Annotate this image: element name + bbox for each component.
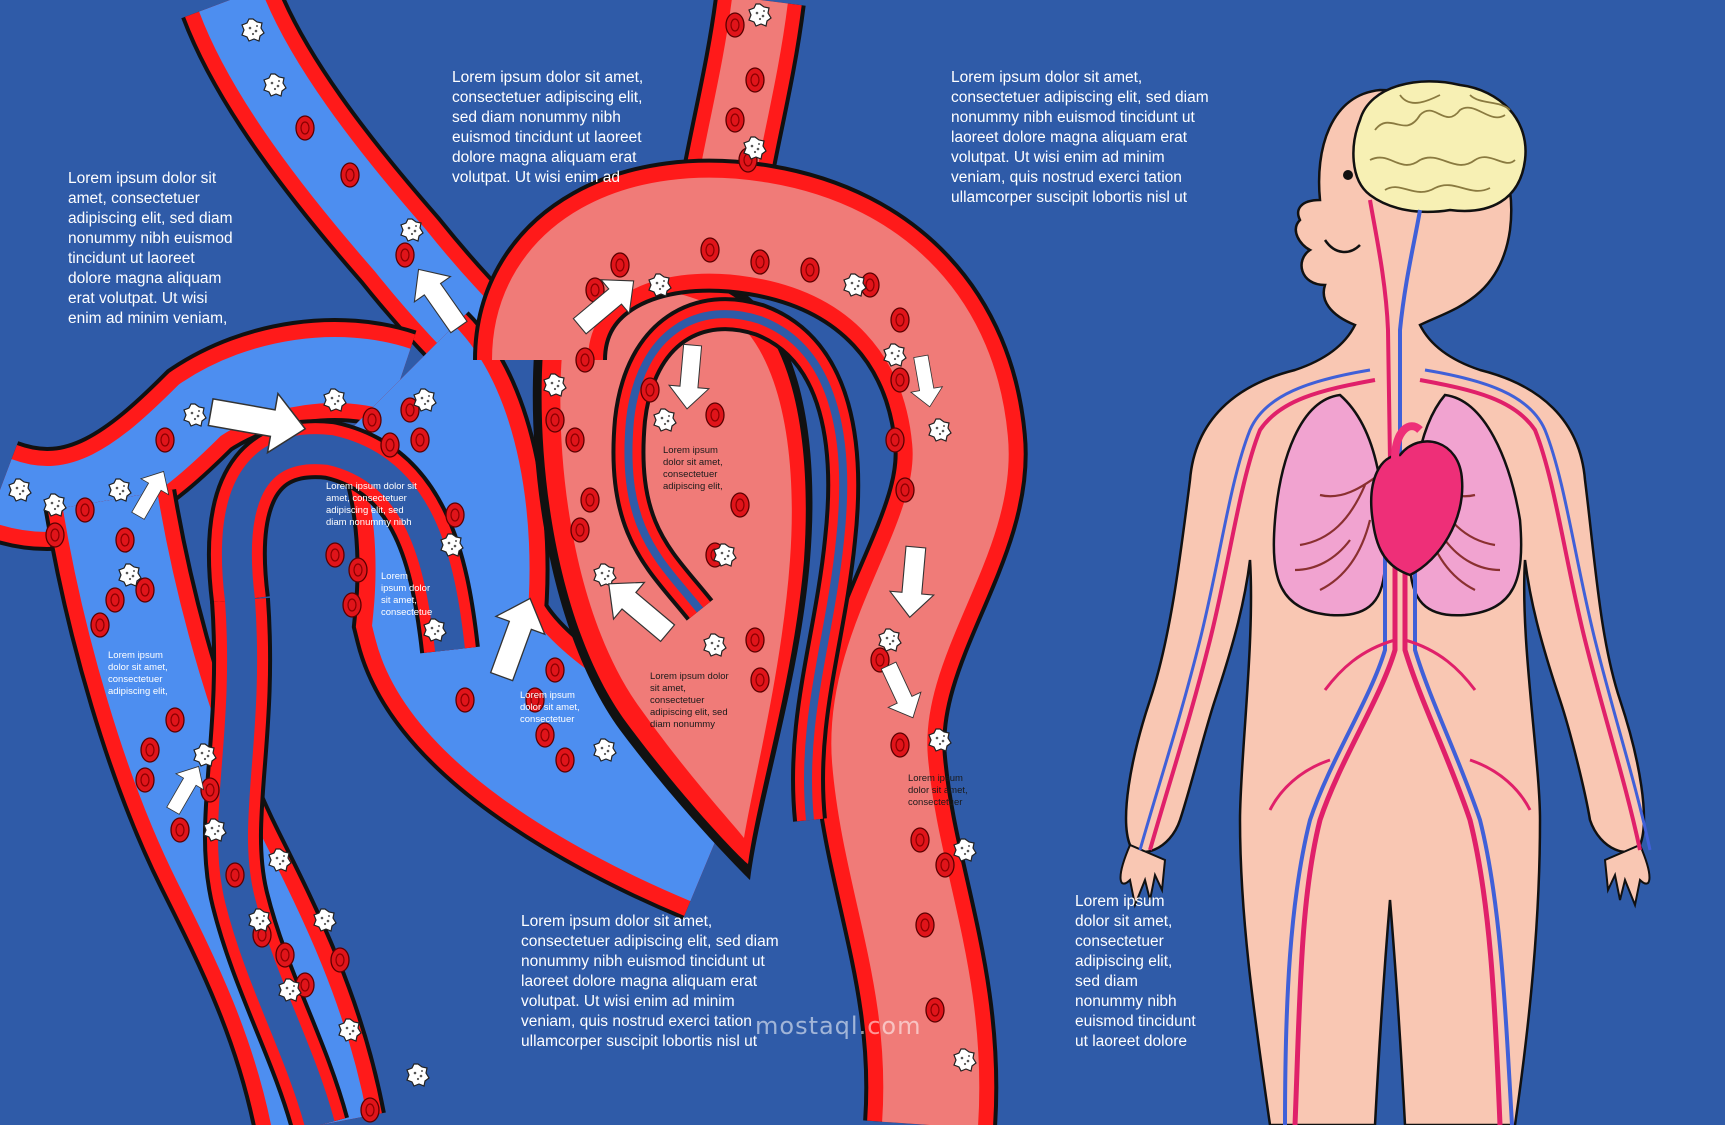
text-block-bottom-center: Lorem ipsum dolor sit amet, consectetuer… <box>521 913 779 1050</box>
heart-icon <box>1370 440 1464 577</box>
text-block-top-left: Lorem ipsum dolor sit amet, consectetuer… <box>68 170 233 327</box>
label-heart-lower: Lorem ipsum dolor sit amet, consectetuer… <box>650 671 729 730</box>
red-blood-cell-icon <box>750 667 770 693</box>
red-blood-cell-icon <box>705 402 725 428</box>
red-blood-cell-icon <box>885 427 905 453</box>
red-blood-cell-icon <box>360 1097 380 1123</box>
red-blood-cell-icon <box>410 427 430 453</box>
red-blood-cell-icon <box>140 737 160 763</box>
red-blood-cell-icon <box>925 997 945 1023</box>
label-heart-upper: Lorem ipsum dolor sit amet, consectetuer… <box>663 445 723 492</box>
red-blood-cell-icon <box>700 237 720 263</box>
white-blood-cell-icon <box>406 1063 430 1087</box>
red-blood-cell-icon <box>745 627 765 653</box>
red-blood-cell-icon <box>135 767 155 793</box>
red-blood-cell-icon <box>555 747 575 773</box>
red-blood-cell-icon <box>535 722 555 748</box>
red-blood-cell-icon <box>935 852 955 878</box>
red-blood-cell-icon <box>570 517 590 543</box>
red-blood-cell-icon <box>170 817 190 843</box>
red-blood-cell-icon <box>565 427 585 453</box>
label-vein-lower: Lorem ipsum dolor sit amet, consectetuer <box>520 690 580 725</box>
red-blood-cell-icon <box>445 502 465 528</box>
red-blood-cell-icon <box>135 577 155 603</box>
red-blood-cell-icon <box>575 347 595 373</box>
red-blood-cell-icon <box>895 477 915 503</box>
red-blood-cell-icon <box>75 497 95 523</box>
watermark: mostaql.com <box>755 1012 922 1040</box>
text-block-top-right: Lorem ipsum dolor sit amet, consectetuer… <box>951 69 1209 206</box>
human-body-figure <box>1119 80 1652 1125</box>
red-blood-cell-icon <box>800 257 820 283</box>
body-vessels <box>1138 199 1652 1125</box>
red-blood-cell-icon <box>380 432 400 458</box>
red-blood-cell-icon <box>745 67 765 93</box>
red-blood-cell-icon <box>295 115 315 141</box>
red-blood-cell-icon <box>890 732 910 758</box>
red-blood-cell-icon <box>155 427 175 453</box>
text-block-top-center: Lorem ipsum dolor sit amet, consectetuer… <box>452 69 644 186</box>
red-blood-cell-icon <box>342 592 362 618</box>
brain-icon <box>1352 80 1527 214</box>
red-blood-cell-icon <box>580 487 600 513</box>
red-blood-cell-icon <box>915 912 935 938</box>
red-blood-cell-icon <box>348 557 368 583</box>
red-blood-cell-icon <box>750 249 770 275</box>
red-blood-cell-icon <box>165 707 185 733</box>
red-blood-cell-icon <box>890 307 910 333</box>
red-blood-cell-icon <box>725 12 745 38</box>
red-blood-cell-icon <box>225 862 245 888</box>
label-vein-left: Lorem ipsum dolor sit amet, consectetuer… <box>108 650 168 697</box>
red-blood-cell-icon <box>330 947 350 973</box>
label-vein-mid: Lorem ipsum dolor sit amet, consectetue <box>381 571 433 618</box>
red-blood-cell-icon <box>275 942 295 968</box>
red-blood-cell-icon <box>325 542 345 568</box>
red-blood-cell-icon <box>730 492 750 518</box>
red-blood-cell-icon <box>90 612 110 638</box>
red-blood-cell-icon <box>640 377 660 403</box>
red-blood-cell-icon <box>115 527 135 553</box>
red-blood-cell-icon <box>340 162 360 188</box>
red-blood-cell-icon <box>910 827 930 853</box>
text-block-bottom-right: Lorem ipsum dolor sit amet, consectetuer… <box>1075 893 1196 1050</box>
red-blood-cell-icon <box>610 252 630 278</box>
label-artery: Lorem ipsum dolor sit amet, consectetuer <box>908 773 968 808</box>
red-blood-cell-icon <box>725 107 745 133</box>
red-blood-cell-icon <box>545 407 565 433</box>
red-blood-cell-icon <box>395 242 415 268</box>
red-blood-cell-icon <box>455 687 475 713</box>
red-blood-cell-icon <box>545 657 565 683</box>
red-blood-cell-icon <box>890 367 910 393</box>
red-blood-cell-icon <box>45 522 65 548</box>
red-blood-cell-icon <box>362 407 382 433</box>
red-blood-cell-icon <box>105 587 125 613</box>
label-vein-upper: Lorem ipsum dolor sit amet, consectetuer… <box>326 481 417 528</box>
